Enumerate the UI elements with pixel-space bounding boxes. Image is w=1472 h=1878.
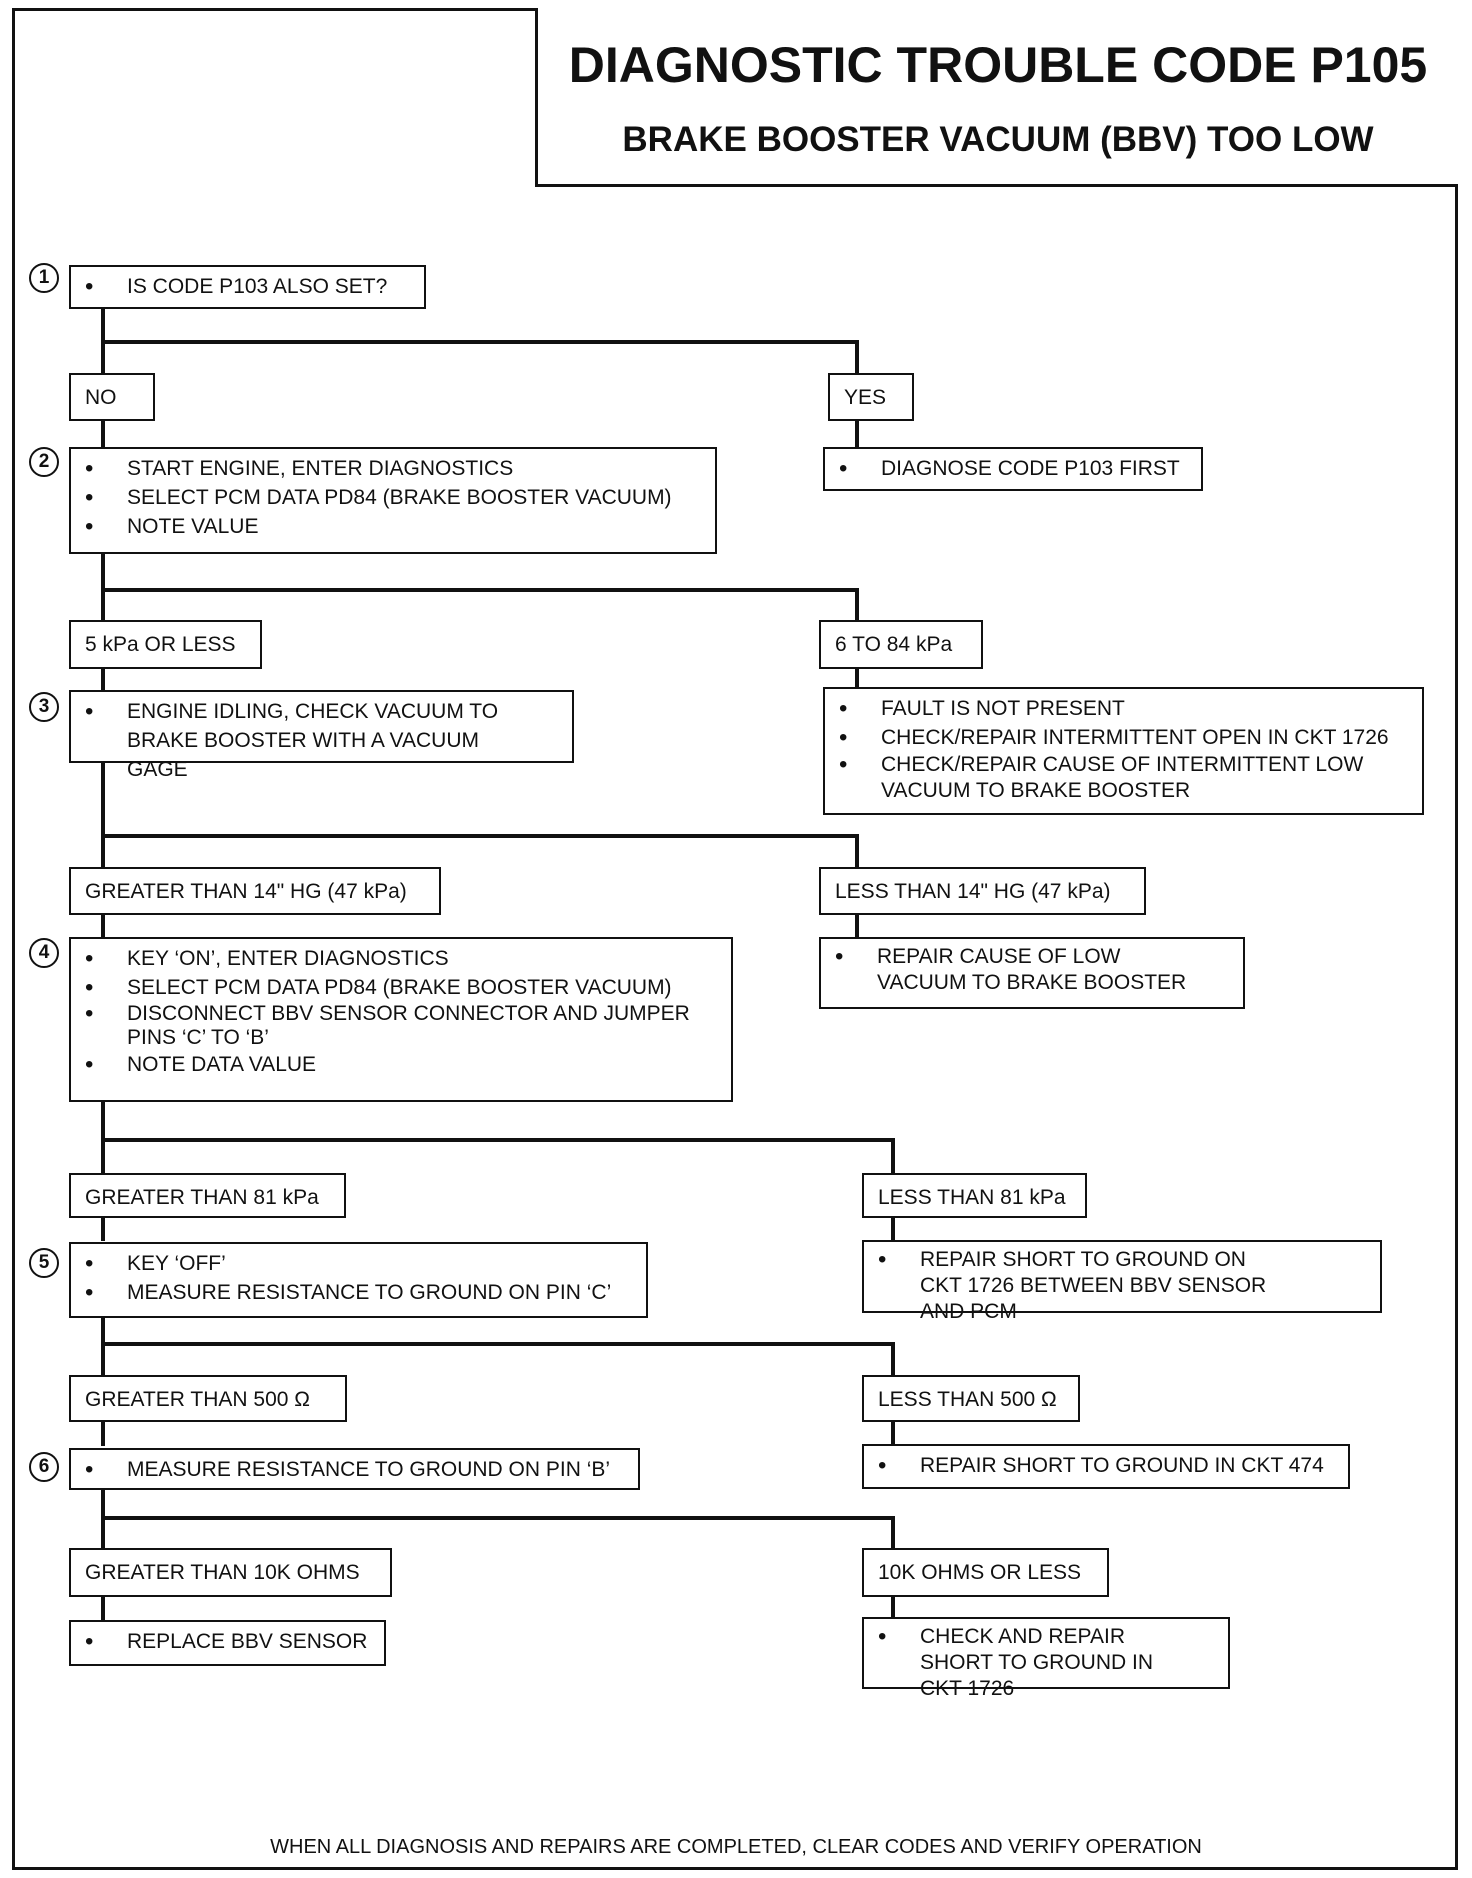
step-4-item: NOTE DATA VALUE: [85, 1050, 721, 1079]
result-3-item: REPAIR CAUSE OF LOW VACUUM TO BRAKE BOOS…: [835, 944, 1233, 996]
step-number-2: 2: [29, 447, 59, 477]
result-4-item: REPAIR SHORT TO GROUND ON CKT 1726 BETWE…: [878, 1247, 1370, 1325]
step-1-box: IS CODE P103 ALSO SET?: [69, 265, 426, 309]
step-4-box: KEY ‘ON’, ENTER DIAGNOSTICS SELECT PCM D…: [69, 937, 733, 1102]
step-2-item: START ENGINE, ENTER DIAGNOSTICS: [85, 454, 705, 483]
branch-6-right-label: 10K OHMS OR LESS: [862, 1548, 1109, 1597]
step-2-box: START ENGINE, ENTER DIAGNOSTICS SELECT P…: [69, 447, 717, 554]
branch-6-left-label: GREATER THAN 10K OHMS: [69, 1548, 392, 1597]
branch-3-left-label: GREATER THAN 14" HG (47 kPa): [69, 867, 441, 915]
branch-3-right-label: LESS THAN 14" HG (47 kPa): [819, 867, 1146, 915]
step-5-item: MEASURE RESISTANCE TO GROUND ON PIN ‘C’: [85, 1278, 636, 1307]
step-3-box: ENGINE IDLING, CHECK VACUUM TO BRAKE BOO…: [69, 690, 574, 781]
branch-2-left-label: 5 kPa OR LESS: [69, 620, 262, 669]
result-1-box: DIAGNOSE CODE P103 FIRST: [823, 447, 1203, 491]
step-4-item: DISCONNECT BBV SENSOR CONNECTOR AND JUMP…: [85, 1002, 721, 1050]
title-box: DIAGNOSTIC TROUBLE CODE P105 BRAKE BOOST…: [535, 8, 1458, 187]
step-2-item: NOTE VALUE: [85, 512, 705, 541]
page-title: DIAGNOSTIC TROUBLE CODE P105: [568, 37, 1428, 93]
branch-2-right-label: 6 TO 84 kPa: [819, 620, 983, 669]
step-3-item: ENGINE IDLING, CHECK VACUUM TO BRAKE BOO…: [85, 697, 562, 784]
step-1-item: IS CODE P103 ALSO SET?: [85, 272, 414, 301]
footer-note: WHEN ALL DIAGNOSIS AND REPAIRS ARE COMPL…: [270, 1836, 1202, 1858]
step-5-box: KEY ‘OFF’ MEASURE RESISTANCE TO GROUND O…: [69, 1242, 648, 1318]
result-4-box: REPAIR SHORT TO GROUND ON CKT 1726 BETWE…: [862, 1240, 1382, 1323]
result-2-item: FAULT IS NOT PRESENT: [839, 694, 1412, 723]
result-6-item: CHECK AND REPAIR SHORT TO GROUND IN CKT …: [878, 1624, 1218, 1702]
step-number-5: 5: [29, 1248, 59, 1278]
result-2-item: CHECK/REPAIR CAUSE OF INTERMITTENT LOW V…: [839, 752, 1412, 804]
branch-4-right-label: LESS THAN 81 kPa: [862, 1173, 1087, 1218]
result-2-item: CHECK/REPAIR INTERMITTENT OPEN IN CKT 17…: [839, 723, 1412, 752]
step-number-3: 3: [29, 692, 59, 722]
step-2-item: SELECT PCM DATA PD84 (BRAKE BOOSTER VACU…: [85, 483, 705, 512]
result-5-box: REPAIR SHORT TO GROUND IN CKT 474: [862, 1444, 1350, 1489]
result-2-box: FAULT IS NOT PRESENT CHECK/REPAIR INTERM…: [823, 687, 1424, 815]
branch-1-left-label: NO: [69, 373, 155, 421]
branch-5-left-label: GREATER THAN 500 Ω: [69, 1375, 347, 1422]
step-6-box: MEASURE RESISTANCE TO GROUND ON PIN ‘B’: [69, 1448, 640, 1490]
step-4-item: KEY ‘ON’, ENTER DIAGNOSTICS: [85, 944, 721, 973]
branch-4-left-label: GREATER THAN 81 kPa: [69, 1173, 346, 1218]
result-6-box: CHECK AND REPAIR SHORT TO GROUND IN CKT …: [862, 1617, 1230, 1700]
page-subtitle: BRAKE BOOSTER VACUUM (BBV) TOO LOW: [622, 120, 1374, 159]
final-left-box: REPLACE BBV SENSOR: [69, 1620, 386, 1666]
step-number-6: 6: [29, 1452, 59, 1482]
final-left-item: REPLACE BBV SENSOR: [85, 1627, 374, 1656]
branch-5-right-label: LESS THAN 500 Ω: [862, 1375, 1080, 1422]
branch-1-right-label: YES: [828, 373, 914, 421]
step-6-item: MEASURE RESISTANCE TO GROUND ON PIN ‘B’: [85, 1455, 628, 1484]
result-1-item: DIAGNOSE CODE P103 FIRST: [839, 454, 1191, 483]
step-number-4: 4: [29, 938, 59, 968]
result-3-box: REPAIR CAUSE OF LOW VACUUM TO BRAKE BOOS…: [819, 937, 1245, 1009]
result-5-item: REPAIR SHORT TO GROUND IN CKT 474: [878, 1451, 1338, 1480]
step-5-item: KEY ‘OFF’: [85, 1249, 636, 1278]
step-4-item: SELECT PCM DATA PD84 (BRAKE BOOSTER VACU…: [85, 973, 721, 1002]
step-number-1: 1: [29, 263, 59, 293]
